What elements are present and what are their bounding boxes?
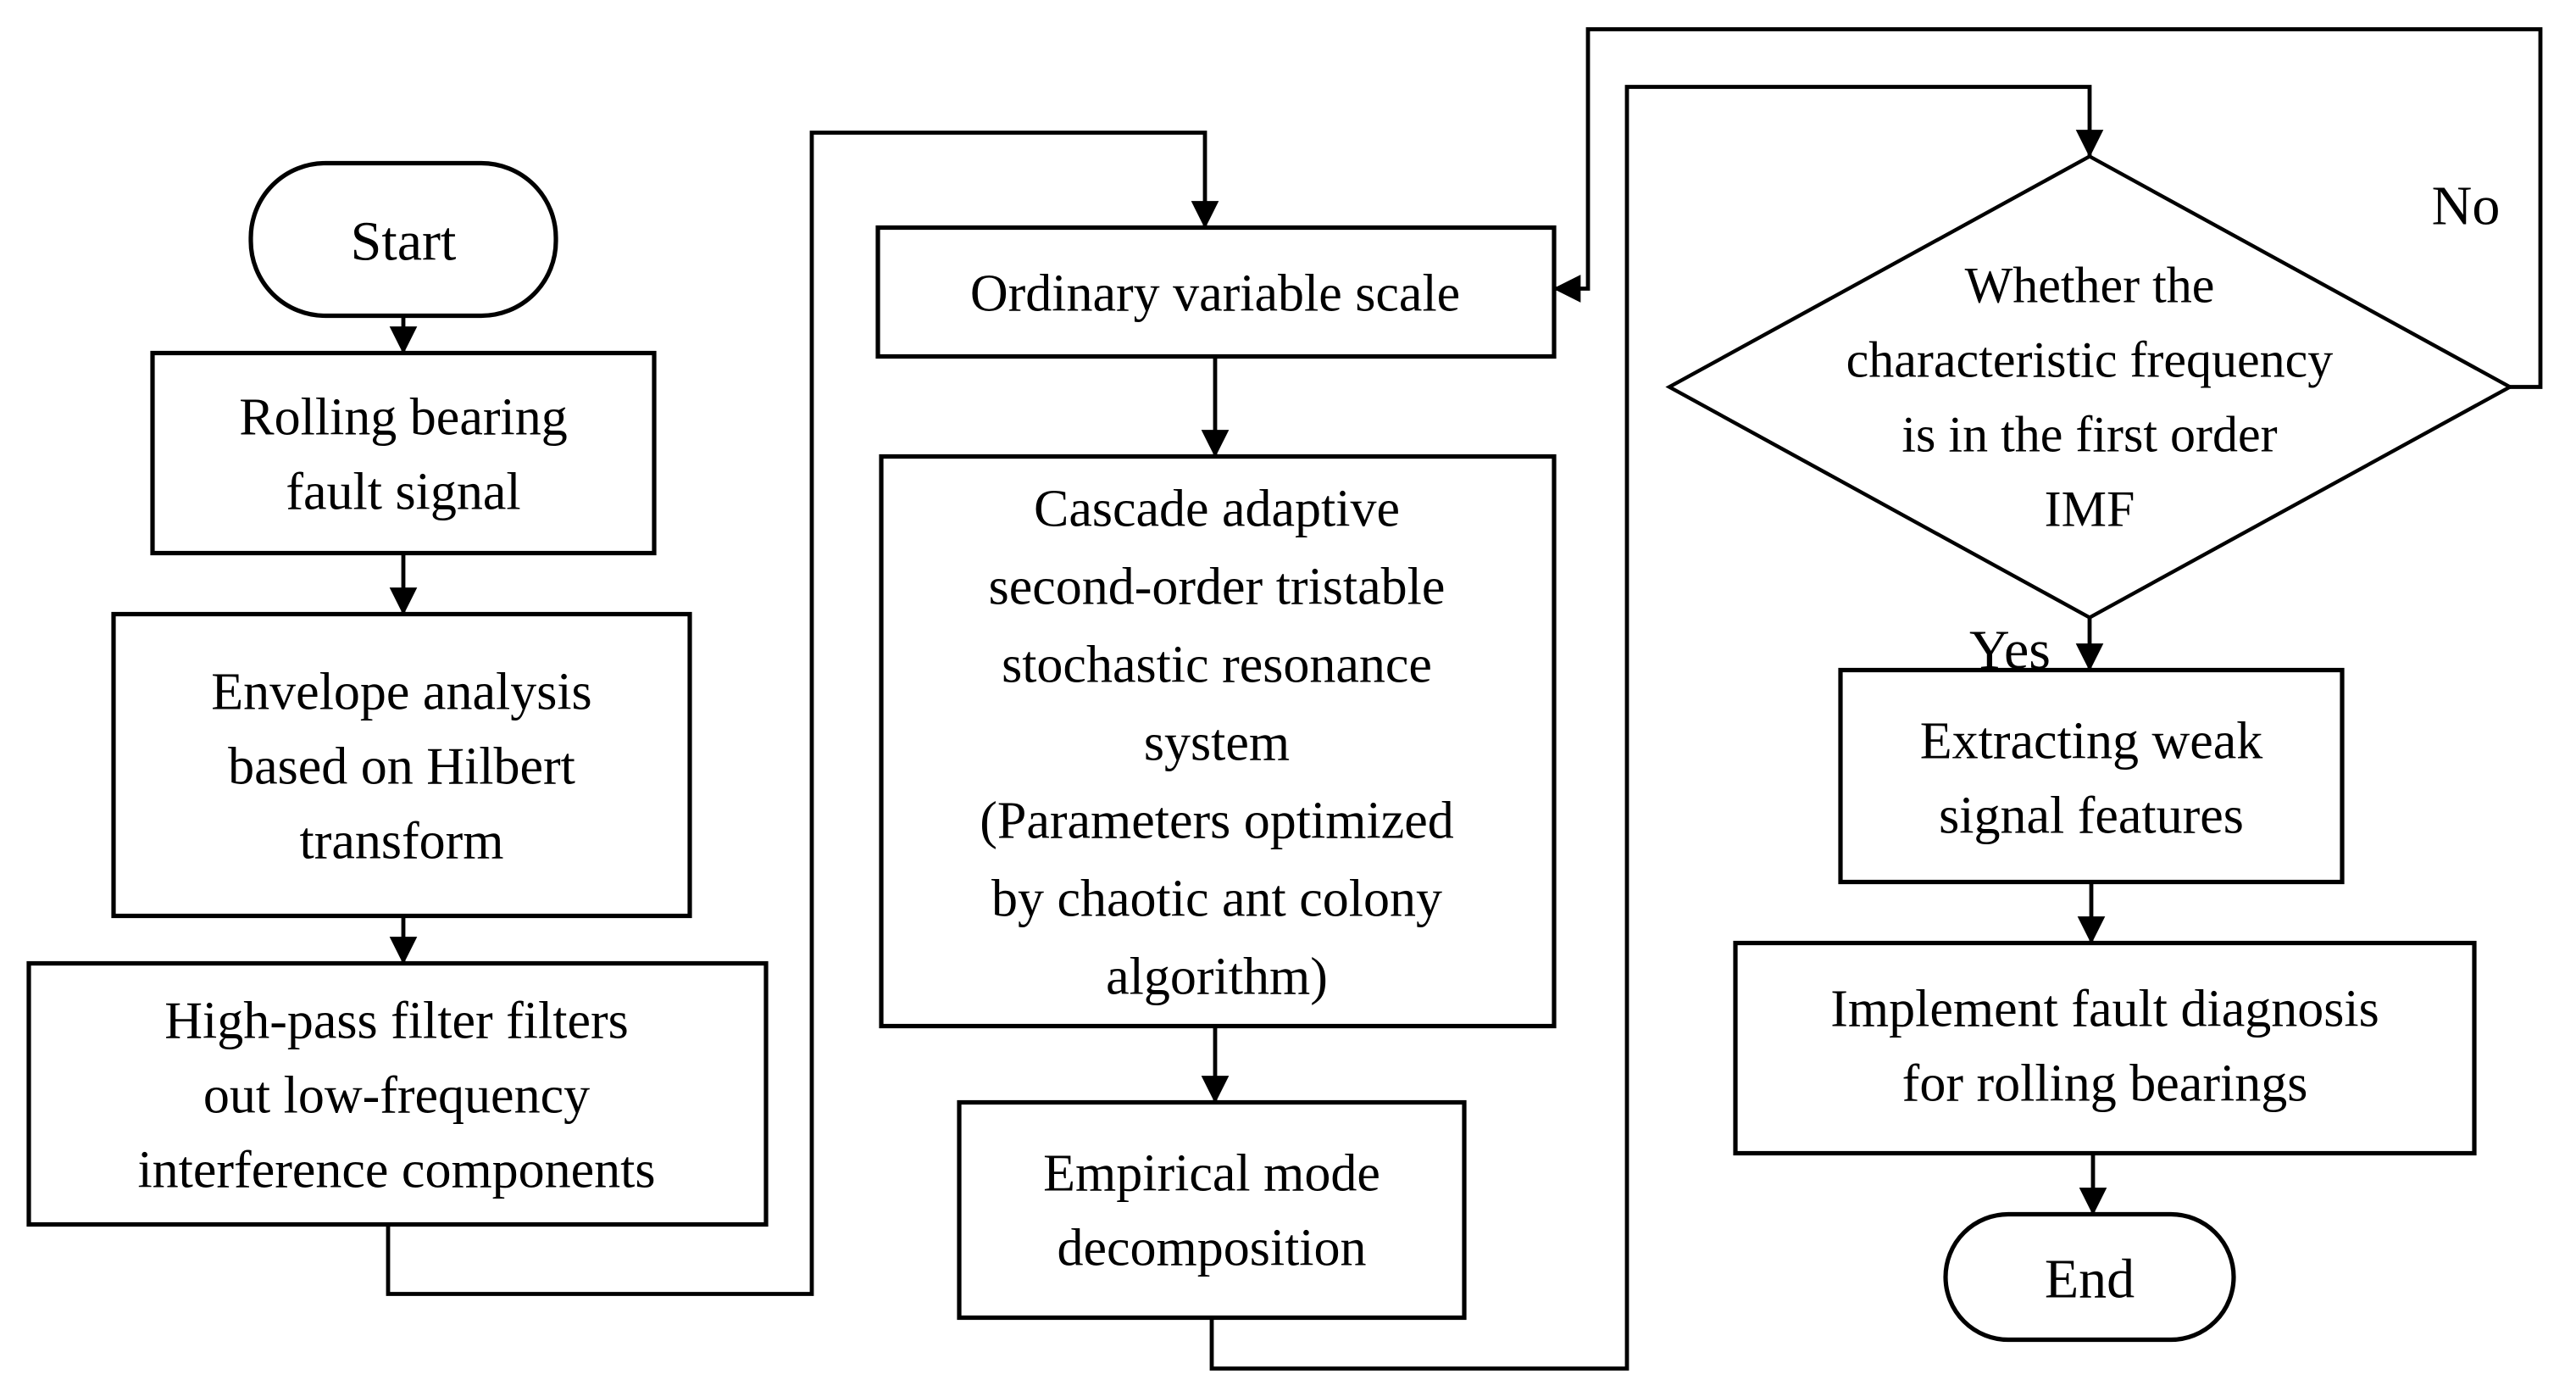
- ordinary-variable-scale-label: Ordinary variable scale: [970, 265, 1460, 323]
- implement-fault-diagnosis-line-0: Implement fault diagnosis: [1830, 981, 2379, 1038]
- rolling-bearing-fault-signal-line-0: Rolling bearing: [239, 389, 567, 447]
- empirical-mode-decomposition-line-1: decomposition: [1057, 1220, 1366, 1277]
- cascade-system-line-6: algorithm): [1106, 949, 1328, 1006]
- high-pass-filter-line-1: out low-frequency: [203, 1067, 590, 1125]
- decision-line-2: is in the first order: [1901, 407, 2277, 463]
- cascade-system-box: [879, 453, 1557, 1029]
- high-pass-filter-line-0: High-pass filter filters: [164, 993, 629, 1050]
- end-terminator: [1943, 1211, 2236, 1343]
- cascade-system-line-1: second-order tristable: [989, 559, 1446, 616]
- decision-line-1: characteristic frequency: [1846, 332, 2334, 388]
- empirical-mode-decomposition-box: [957, 1099, 1467, 1321]
- extracting-weak-signal-line-1: signal features: [1939, 787, 2244, 845]
- edge-emd-to-decision: [1209, 85, 2104, 1371]
- high-pass-filter-line-2: interference components: [137, 1142, 655, 1199]
- no-branch-label: No: [2432, 175, 2501, 237]
- edge-decision-to-ordinary-no: [1552, 27, 2543, 389]
- rolling-bearing-fault-signal-box: [150, 350, 657, 556]
- empirical-mode-decomposition-line-0: Empirical mode: [1043, 1145, 1380, 1203]
- cascade-system-line-4: (Parameters optimized: [980, 793, 1454, 850]
- envelope-analysis-line-2: transform: [299, 813, 503, 871]
- decision-line-0: Whether the: [1965, 258, 2215, 314]
- cascade-system-line-3: system: [1144, 715, 1290, 772]
- decision-diamond: [1665, 153, 2514, 620]
- end-label: End: [2045, 1249, 2135, 1310]
- envelope-analysis-line-1: based on Hilbert: [228, 738, 575, 796]
- start-terminator: [248, 160, 558, 319]
- cascade-system-line-0: Cascade adaptive: [1034, 481, 1400, 538]
- decision-line-3: IMF: [2045, 481, 2135, 537]
- high-pass-filter-box: [26, 960, 769, 1227]
- envelope-analysis-line-0: Envelope analysis: [211, 664, 591, 721]
- envelope-analysis-box: [111, 611, 692, 919]
- extracting-weak-signal-line-0: Extracting weak: [1920, 713, 2263, 771]
- edge-highpass-to-ordinary: [386, 131, 1219, 1296]
- cascade-system-line-2: stochastic resonance: [1002, 637, 1432, 694]
- cascade-system-line-5: by chaotic ant colony: [991, 871, 1442, 928]
- ordinary-variable-scale-box: [875, 225, 1557, 359]
- start-label: Start: [351, 211, 457, 273]
- rolling-bearing-fault-signal-line-1: fault signal: [286, 464, 520, 521]
- implement-fault-diagnosis-box: [1733, 940, 2477, 1156]
- implement-fault-diagnosis-line-1: for rolling bearings: [1902, 1055, 2308, 1113]
- extracting-weak-signal-box: [1838, 667, 2345, 885]
